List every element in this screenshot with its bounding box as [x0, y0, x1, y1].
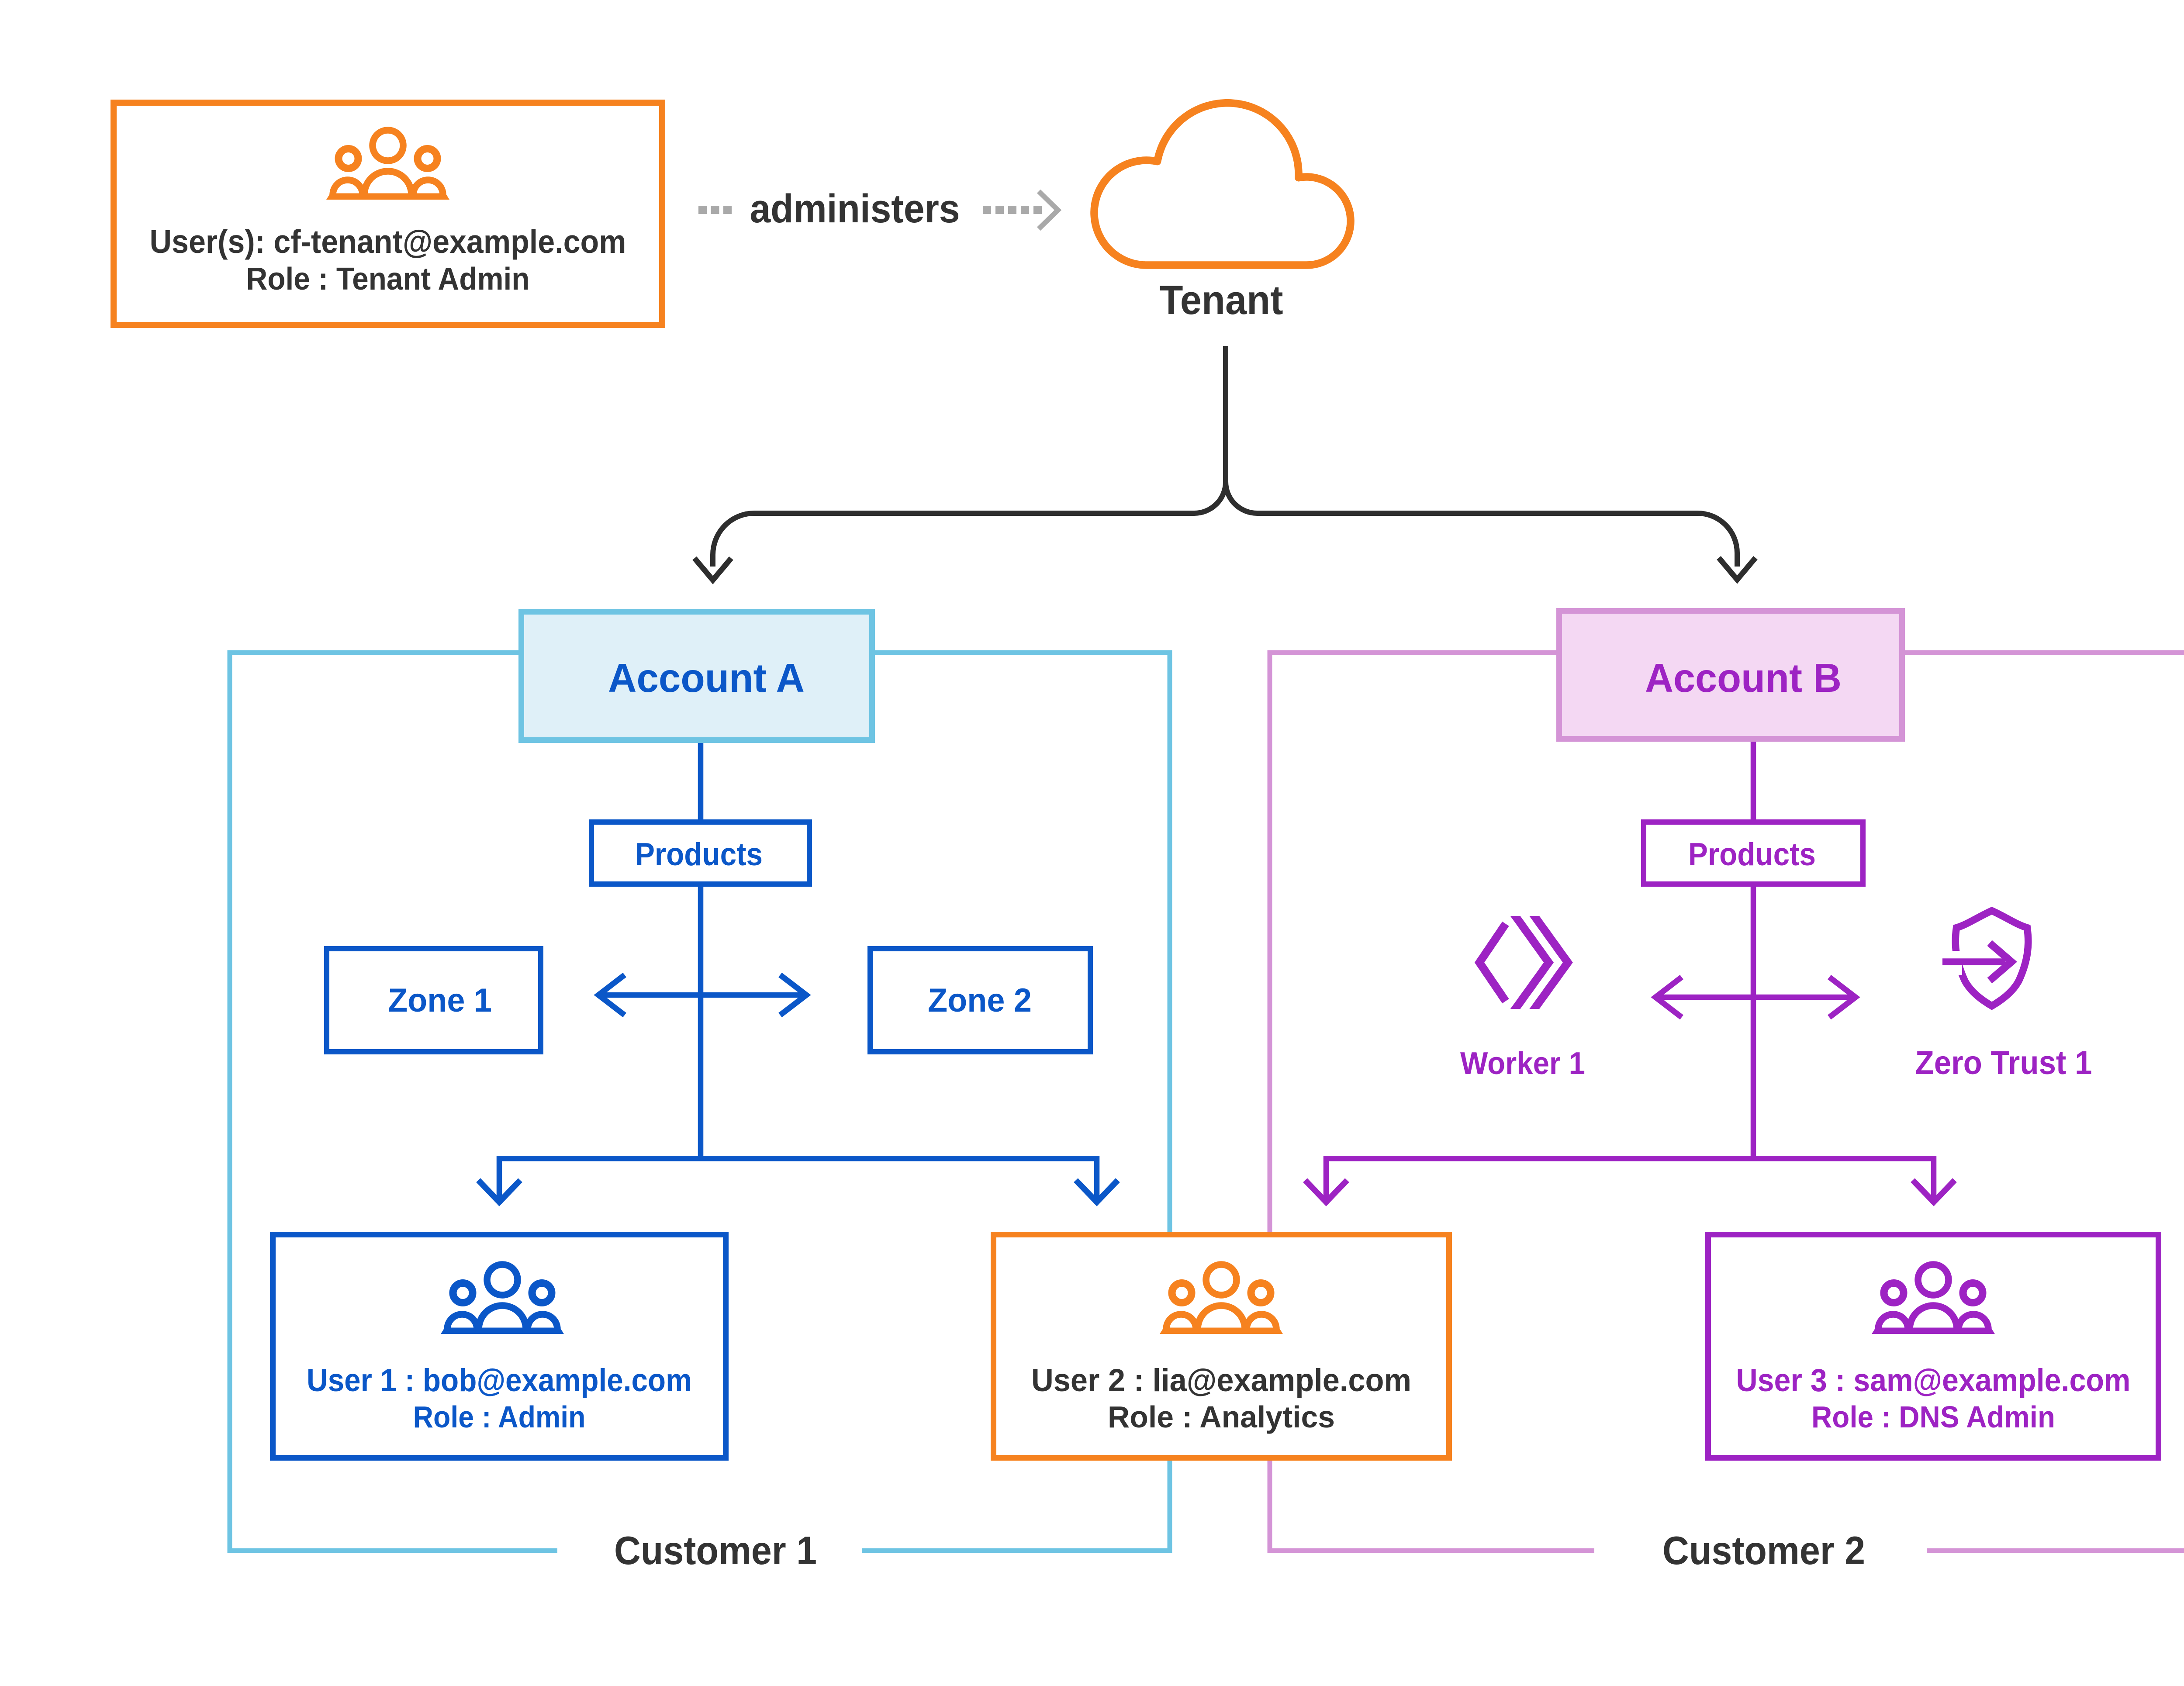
svg-text:Worker 1: Worker 1 [1460, 1046, 1585, 1081]
svg-text:Account A: Account A [608, 655, 805, 701]
svg-text:Products: Products [1688, 837, 1816, 872]
svg-text:User(s): cf-tenant@example.com: User(s): cf-tenant@example.com [150, 223, 626, 260]
svg-text:User 3 : sam@example.com: User 3 : sam@example.com [1736, 1363, 2131, 1398]
svg-text:Customer 2: Customer 2 [1662, 1529, 1865, 1573]
svg-text:Customer 1: Customer 1 [614, 1529, 817, 1573]
svg-text:User 2 : lia@example.com: User 2 : lia@example.com [1031, 1363, 1411, 1398]
svg-text:Zone 1: Zone 1 [388, 982, 492, 1019]
svg-text:Role : Analytics: Role : Analytics [1108, 1400, 1335, 1434]
svg-text:Zone 2: Zone 2 [928, 982, 1032, 1019]
svg-text:Role : DNS Admin: Role : DNS Admin [1811, 1400, 2055, 1434]
svg-text:Account B: Account B [1645, 655, 1842, 701]
svg-text:Products: Products [635, 837, 763, 872]
svg-text:Tenant: Tenant [1160, 277, 1283, 323]
svg-text:administers: administers [750, 187, 960, 231]
svg-text:User 1 : bob@example.com: User 1 : bob@example.com [307, 1363, 692, 1398]
svg-text:Role : Tenant Admin: Role : Tenant Admin [246, 262, 530, 297]
svg-text:Role : Admin: Role : Admin [413, 1400, 586, 1434]
svg-text:Zero Trust 1: Zero Trust 1 [1915, 1044, 2092, 1081]
